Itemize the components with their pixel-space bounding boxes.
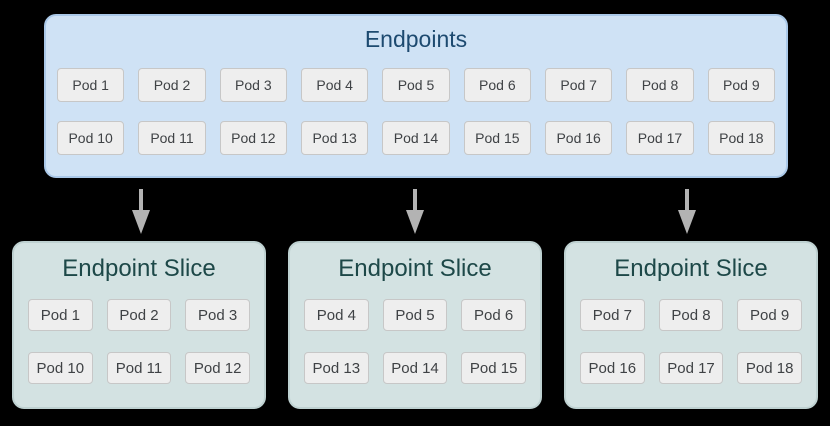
slice-pod-grid: Pod 1 Pod 2 Pod 3 Pod 10 Pod 11 Pod 12 <box>28 299 250 384</box>
pod-chip: Pod 9 <box>737 299 802 331</box>
slice-pod-grid: Pod 4 Pod 5 Pod 6 Pod 13 Pod 14 Pod 15 <box>304 299 526 384</box>
pod-chip: Pod 16 <box>580 352 645 384</box>
pod-chip: Pod 3 <box>185 299 250 331</box>
pod-chip: Pod 11 <box>138 121 206 155</box>
pod-chip: Pod 18 <box>737 352 802 384</box>
slice-pod-grid: Pod 7 Pod 8 Pod 9 Pod 16 Pod 17 Pod 18 <box>580 299 802 384</box>
pod-chip: Pod 7 <box>580 299 645 331</box>
arrow-down-icon <box>131 189 151 234</box>
pod-chip: Pod 2 <box>106 299 172 331</box>
pod-chip: Pod 10 <box>57 121 125 155</box>
pod-chip: Pod 17 <box>658 352 724 384</box>
arrow-down-icon <box>677 189 697 234</box>
arrow-down-icon <box>405 189 425 234</box>
pod-chip: Pod 14 <box>382 121 450 155</box>
pod-chip: Pod 12 <box>219 121 287 155</box>
pod-chip: Pod 12 <box>185 352 250 384</box>
pod-chip: Pod 16 <box>545 121 613 155</box>
pod-chip: Pod 17 <box>626 121 694 155</box>
pod-chip: Pod 4 <box>304 299 369 331</box>
pod-chip: Pod 5 <box>382 299 448 331</box>
pod-chip: Pod 10 <box>28 352 93 384</box>
pod-chip: Pod 13 <box>301 121 369 155</box>
pod-chip: Pod 6 <box>463 68 531 102</box>
pod-chip: Pod 13 <box>304 352 369 384</box>
pod-chip: Pod 8 <box>658 299 724 331</box>
slice-title: Endpoint Slice <box>62 255 216 282</box>
endpoints-box: Endpoints Pod 1 Pod 2 Pod 3 Pod 4 Pod 5 Pod 6… <box>44 14 788 178</box>
pod-chip: Pod 5 <box>382 68 450 102</box>
slice-title: Endpoint Slice <box>614 255 768 282</box>
pod-chip: Pod 14 <box>382 352 448 384</box>
pod-chip: Pod 7 <box>545 68 613 102</box>
pod-chip: Pod 2 <box>138 68 206 102</box>
pod-chip: Pod 3 <box>219 68 287 102</box>
pod-chip: Pod 6 <box>461 299 526 331</box>
pod-chip: Pod 1 <box>57 68 125 102</box>
slice-title: Endpoint Slice <box>338 255 492 282</box>
pod-chip: Pod 4 <box>301 68 369 102</box>
pod-chip: Pod 18 <box>707 121 775 155</box>
endpoints-pod-grid: Pod 1 Pod 2 Pod 3 Pod 4 Pod 5 Pod 6 Pod 7 Pod 8… <box>57 68 775 155</box>
endpoints-title: Endpoints <box>364 26 468 52</box>
pod-chip: Pod 1 <box>28 299 93 331</box>
pod-chip: Pod 15 <box>461 352 526 384</box>
pod-chip: Pod 8 <box>626 68 694 102</box>
pod-chip: Pod 9 <box>707 68 775 102</box>
pod-chip: Pod 15 <box>463 121 531 155</box>
pod-chip: Pod 11 <box>106 352 172 384</box>
